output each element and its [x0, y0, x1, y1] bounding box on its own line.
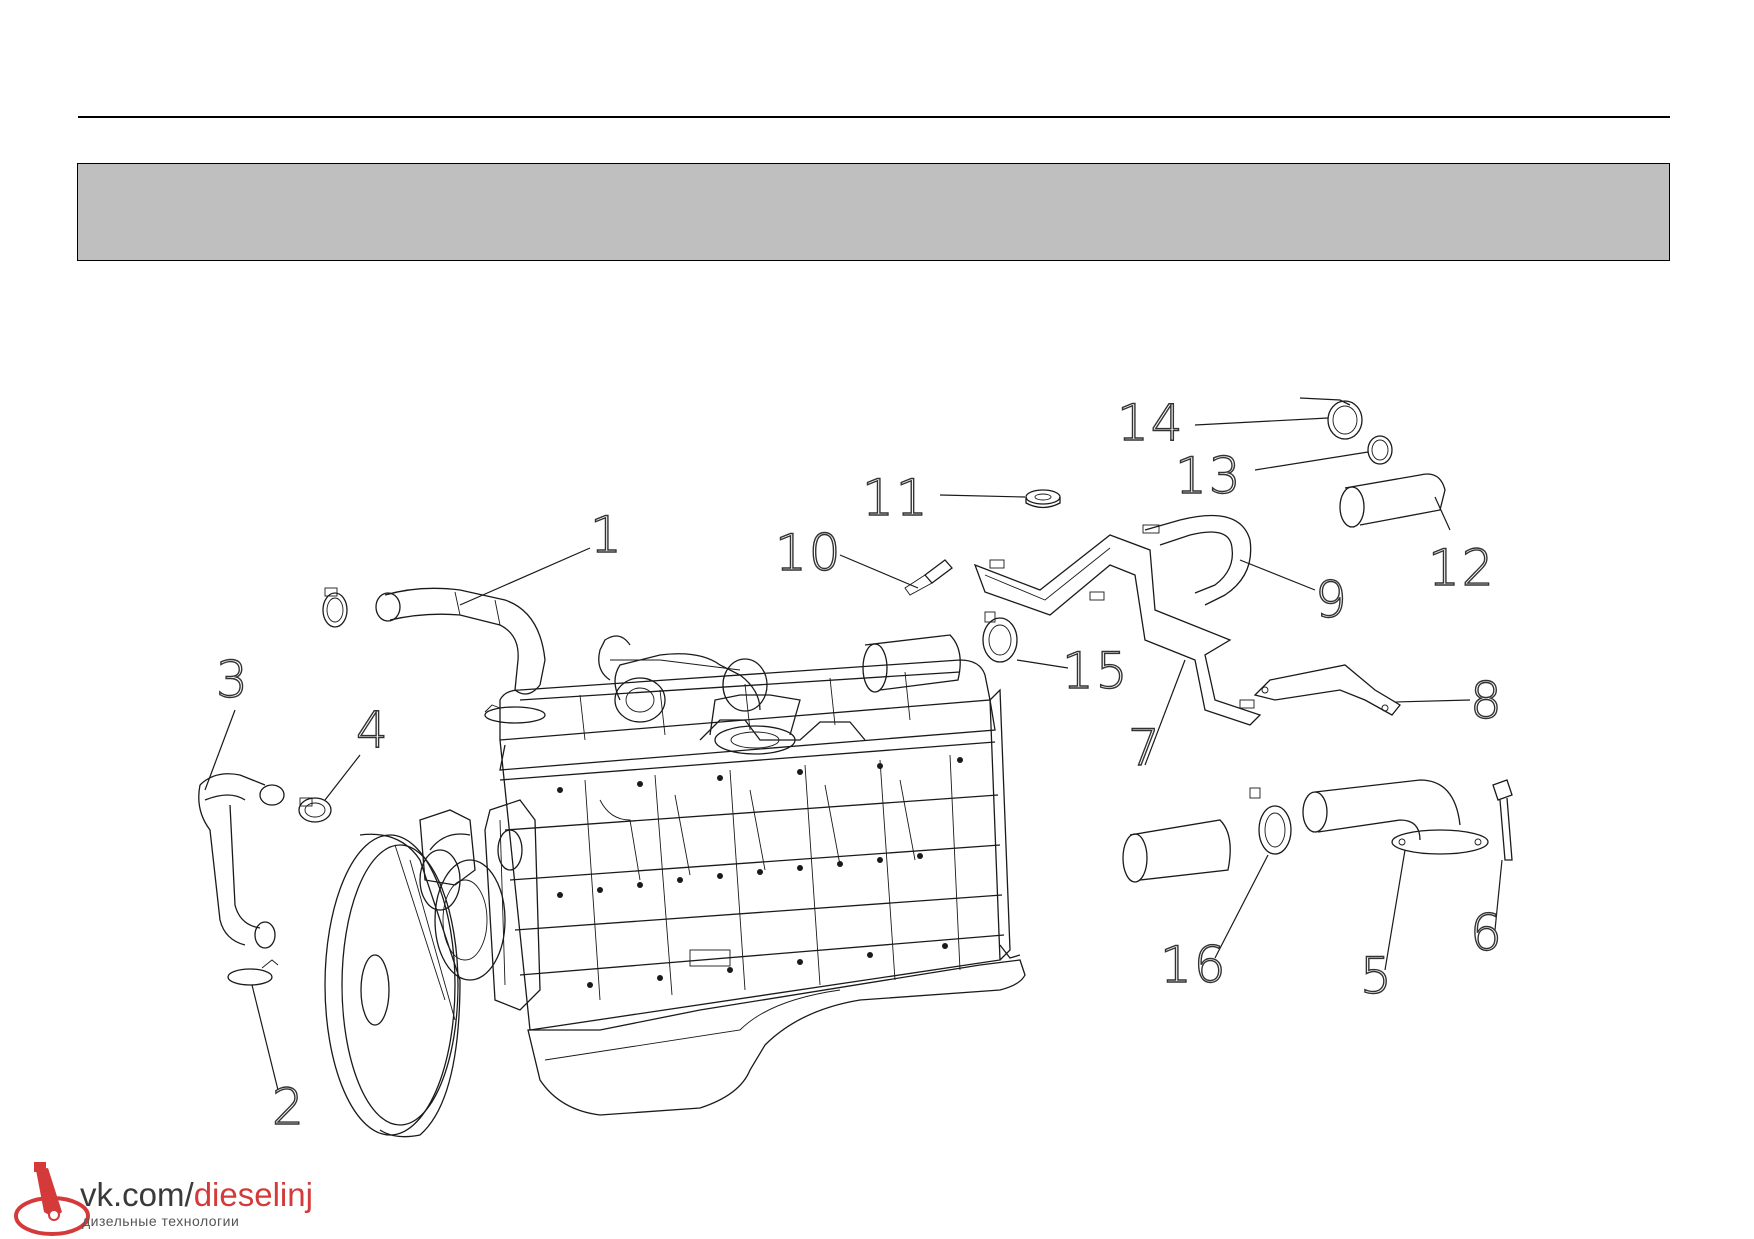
watermark-url[interactable]: vk.com/dieselinj	[80, 1176, 313, 1214]
watermark-subtitle: дизельные технологии	[82, 1213, 240, 1229]
leader-lines	[204, 417, 1503, 1091]
title-band	[77, 163, 1670, 261]
callout-10: 10	[775, 524, 843, 582]
callout-12: 12	[1428, 539, 1496, 597]
part-16-clamp	[1249, 787, 1292, 855]
part-6-bolt	[1492, 779, 1513, 861]
lower-connector-clamp	[484, 704, 546, 724]
part-9-strap	[1142, 514, 1252, 606]
callout-8: 8	[1470, 672, 1504, 730]
callout-6: 6	[1470, 904, 1504, 962]
watermark-logo-icon	[14, 1162, 90, 1236]
part-13-o-ring	[1367, 435, 1393, 465]
callout-1: 1	[590, 506, 624, 564]
part-2-clamp	[227, 959, 279, 986]
callout-16: 16	[1160, 936, 1228, 994]
intake-pipe-lower	[1122, 819, 1231, 883]
part-12-pipe	[1339, 473, 1446, 528]
part-10-bolt	[904, 559, 953, 596]
part-11-nut	[1025, 489, 1061, 509]
callout-14: 14	[1117, 394, 1185, 452]
part-1-upper-hose	[375, 587, 546, 695]
part-5-elbow	[1302, 779, 1489, 855]
part-4-clamp	[298, 797, 332, 823]
callout-4: 4	[356, 701, 390, 759]
header-rule	[78, 116, 1670, 118]
intake-pipe-short	[862, 634, 961, 693]
callout-9: 9	[1315, 571, 1349, 629]
callout-11: 11	[862, 469, 930, 527]
callout-7: 7	[1128, 719, 1162, 777]
callout-5: 5	[1360, 947, 1394, 1005]
callout-2: 2	[272, 1078, 306, 1136]
part-3-lower-hose	[198, 773, 285, 949]
engine-block	[324, 635, 1026, 1138]
callout-13: 13	[1175, 447, 1243, 505]
watermark-url-prefix: vk.com/	[80, 1176, 194, 1213]
watermark-url-highlight: dieselinj	[193, 1176, 313, 1213]
part-8-bracket	[1253, 664, 1401, 716]
part-15-clamp	[982, 611, 1018, 663]
callout-3: 3	[216, 651, 250, 709]
part-1-clamp	[322, 587, 348, 628]
part-14-clamp	[1299, 397, 1363, 440]
callout-labels: 1 2 3 4 5 6 7 8 9 10 11 12 13 14 15 16	[215, 393, 1504, 1136]
part-7-bracket	[973, 534, 1262, 726]
callout-15: 15	[1062, 642, 1130, 700]
